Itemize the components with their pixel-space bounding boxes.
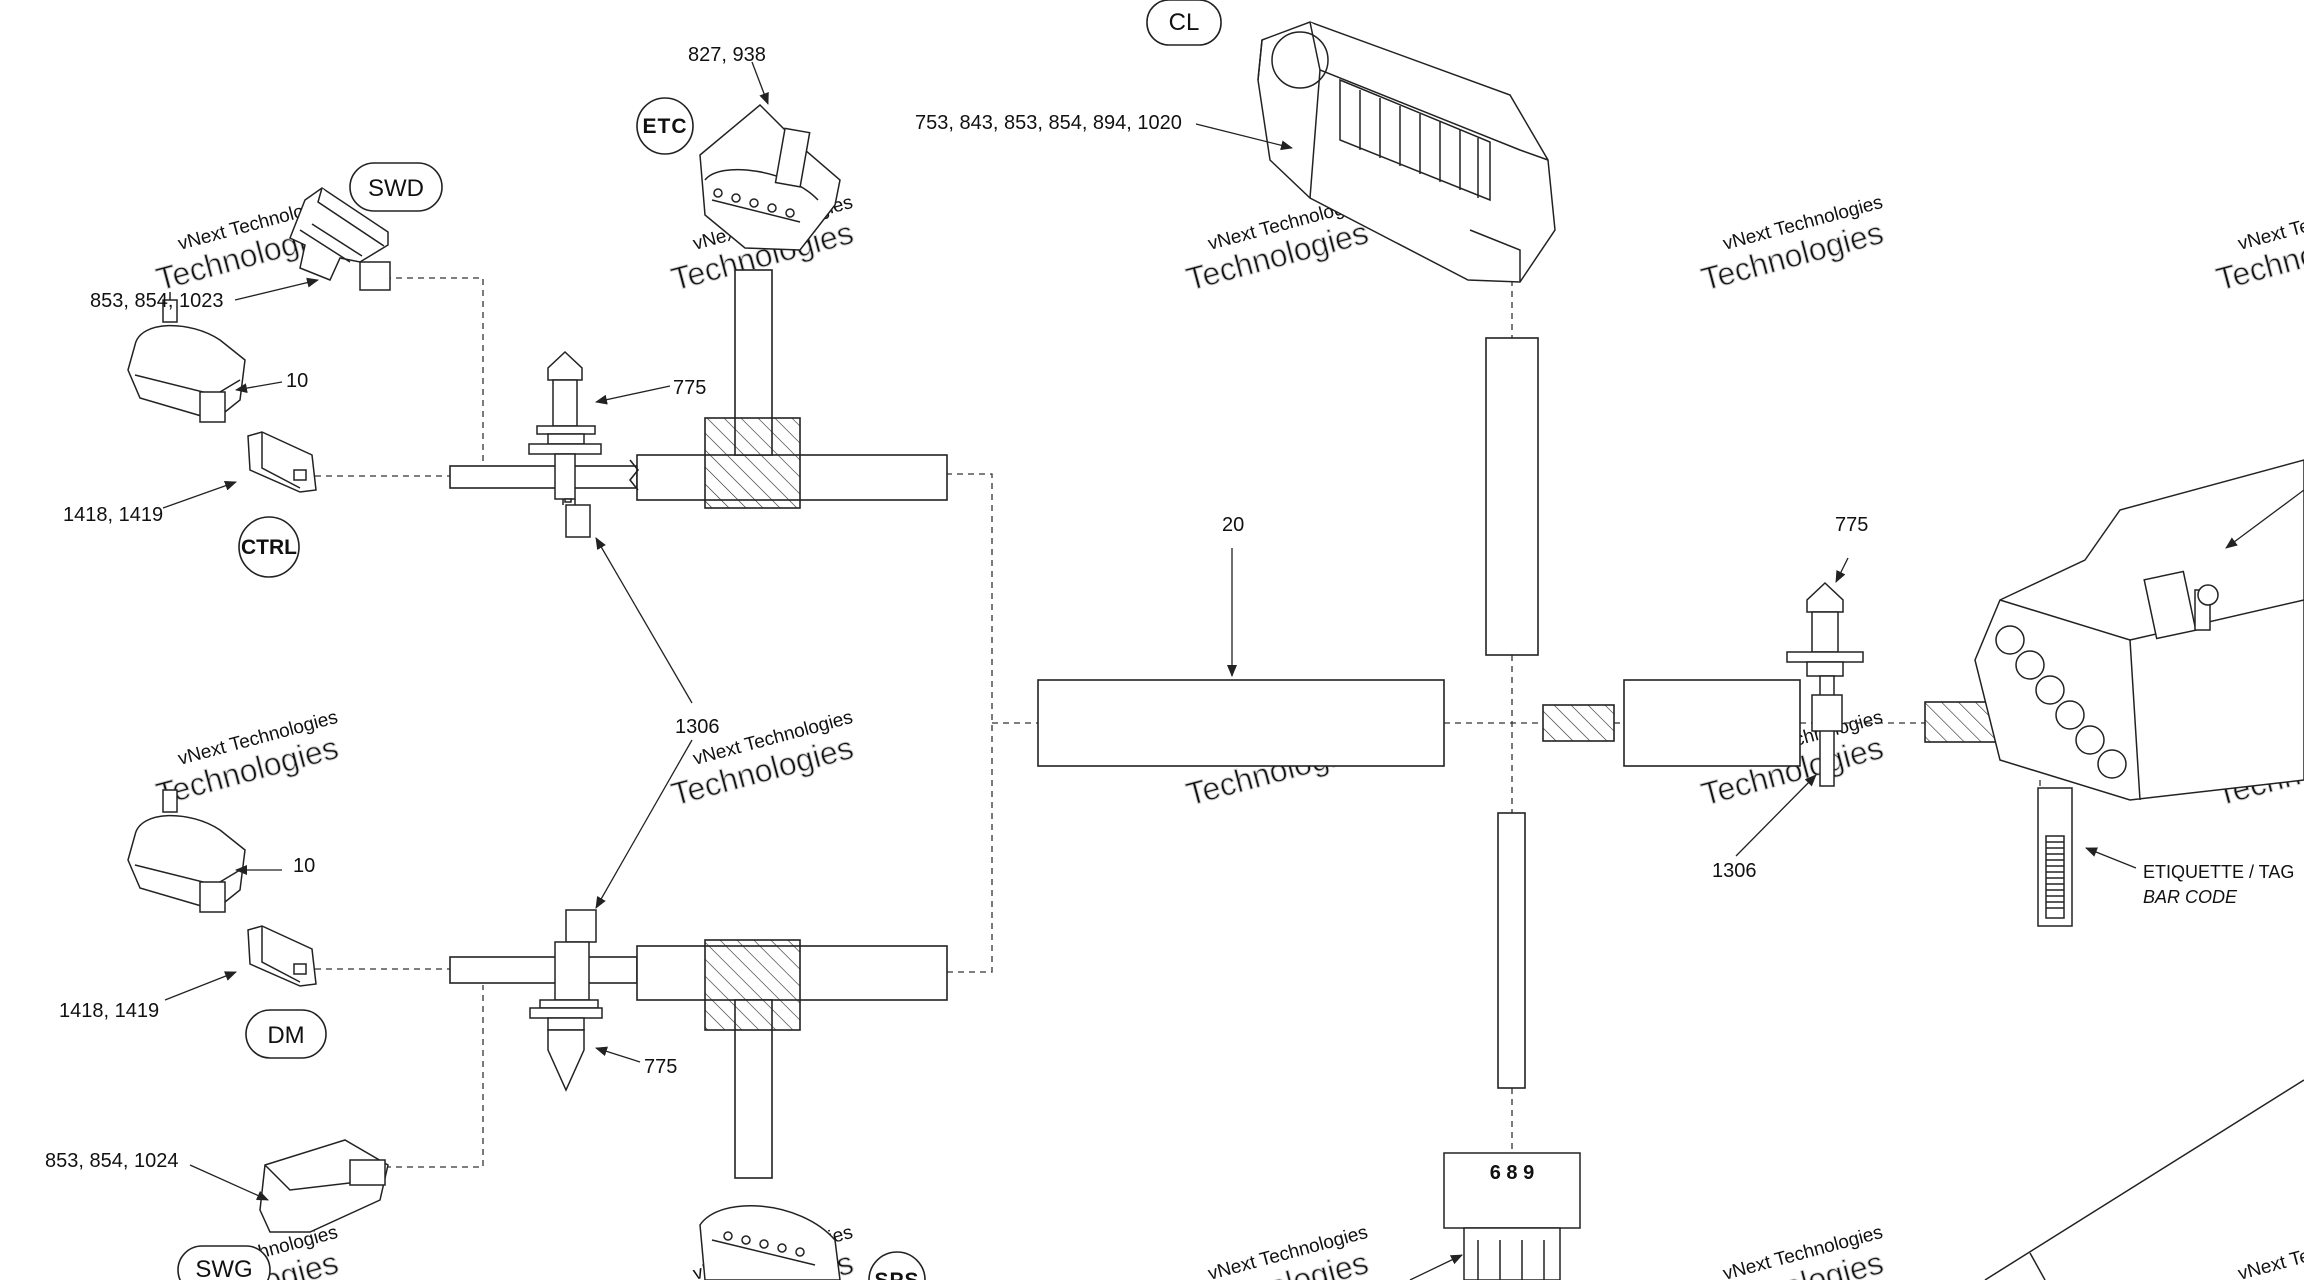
sensor-bottom <box>127 789 246 913</box>
callout-tag-line1: ETIQUETTE / TAG <box>2143 862 2294 882</box>
bar-code-tag <box>2037 787 2073 927</box>
bubble-etc: ETC <box>636 97 694 155</box>
bottom-connector <box>1443 1152 1581 1280</box>
harness-bottom-left <box>449 939 948 1179</box>
bubble-dm-label: DM <box>267 1022 304 1049</box>
connector-pin-numbers: 6 8 9 <box>1490 1162 1534 1184</box>
bubble-swd: SWD <box>349 162 443 212</box>
callout-swd-part: 853, 854, 1023 <box>90 290 223 312</box>
sps-connector <box>699 1204 841 1280</box>
callout-sensor-bottom: 10 <box>293 855 315 877</box>
harness-top-left <box>449 269 948 509</box>
swd-connector <box>289 187 391 291</box>
callout-tag-line2: BAR CODE <box>2143 887 2238 907</box>
frame-lines <box>1984 1079 2304 1280</box>
bubble-dm: DM <box>245 1009 327 1059</box>
bubble-ctrl-label: CTRL <box>241 536 297 559</box>
bubble-sps: SPS <box>868 1251 926 1280</box>
right-connector <box>1974 459 2304 801</box>
bubble-swg: SWG <box>177 1245 271 1280</box>
bubble-sps-label: SPS <box>874 1269 919 1280</box>
callout-plug-bottom: 1418, 1419 <box>59 1000 159 1022</box>
etc-connector <box>699 103 841 251</box>
callout-tie-center: 1306 <box>675 716 720 738</box>
swg-connector <box>259 1139 389 1233</box>
cl-connector <box>1257 21 1556 283</box>
callout-harness: 20 <box>1222 514 1244 536</box>
leader-lines <box>162 61 2304 1280</box>
clip-top-left <box>528 350 602 538</box>
clip-bottom-left <box>529 909 603 1092</box>
bubble-cl: CL <box>1146 0 1222 46</box>
callout-swg-part: 853, 854, 1024 <box>45 1150 178 1172</box>
callout-cl-part: 753, 843, 853, 854, 894, 1020 <box>915 112 1182 134</box>
clip-right <box>1786 581 1864 787</box>
callout-clip-top: 775 <box>673 377 706 399</box>
plug-top <box>247 431 317 493</box>
bubble-cl-label: CL <box>1169 9 1200 36</box>
callout-plug-top: 1418, 1419 <box>63 504 163 526</box>
bubble-ctrl: CTRL <box>238 516 300 578</box>
bubble-etc-label: ETC <box>643 115 688 138</box>
callout-clip-right: 775 <box>1835 514 1868 536</box>
callout-sensor-top: 10 <box>286 370 308 392</box>
bubble-swd-label: SWD <box>368 175 424 202</box>
sensor-top <box>127 292 246 423</box>
callout-etc-part: 827, 938 <box>688 44 766 66</box>
bubble-swg-label: SWG <box>195 1256 252 1280</box>
callout-labels: 853, 854, 1023 827, 938 753, 843, 853, 8… <box>45 44 2294 1184</box>
plug-bottom <box>247 925 317 987</box>
callout-clip-bottom: 775 <box>644 1056 677 1078</box>
callout-tie-right: 1306 <box>1712 860 1757 882</box>
main-harness <box>1037 337 1999 1089</box>
